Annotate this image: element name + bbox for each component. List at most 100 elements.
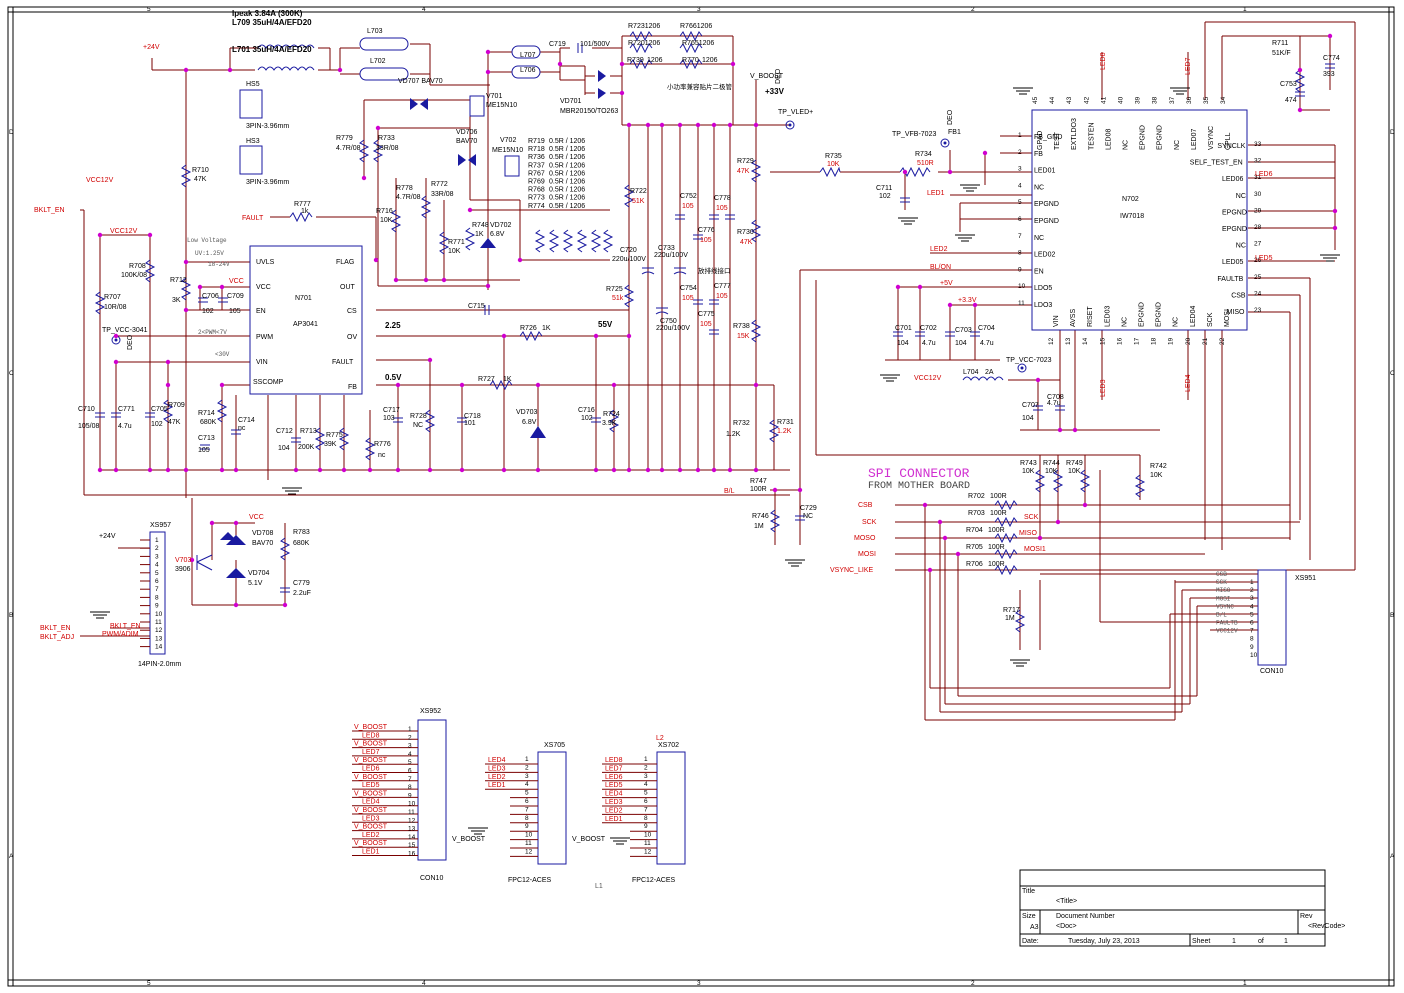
part-label: R711 xyxy=(1272,40,1288,47)
junction-dot xyxy=(772,487,778,493)
row-marker: B xyxy=(1390,612,1394,619)
xs952-signal: V_BOOST xyxy=(354,741,388,748)
net-vsync-like: VSYNC_LIKE xyxy=(830,567,874,574)
junction-dot xyxy=(165,382,171,388)
net-led6: LED6 xyxy=(1255,171,1273,178)
n701-pin: VCC xyxy=(256,284,271,291)
part-label: R717 xyxy=(1003,607,1020,614)
n702-pin-number: 38 xyxy=(1152,96,1159,104)
part-label: 6.8V xyxy=(490,231,505,238)
xs957-pin: 1 xyxy=(155,537,159,544)
part-label: C702 xyxy=(920,325,937,332)
part-label: R727 xyxy=(478,376,495,383)
part-label: C709 xyxy=(227,293,244,300)
part-label: L702 xyxy=(370,58,386,65)
part-label: C712 xyxy=(276,428,293,435)
size-label: Size xyxy=(1022,913,1036,920)
part-label: 2.2uF xyxy=(293,590,311,597)
xs702-pin: 8 xyxy=(644,815,648,822)
junction-dot xyxy=(233,520,239,526)
net-led8: LED8 xyxy=(1100,52,1107,70)
n702-pin-label: LED06 xyxy=(1222,176,1244,183)
n702-pin-number: 27 xyxy=(1254,241,1262,248)
part-label: R716 xyxy=(376,208,393,215)
xs951-pin: 1 xyxy=(1250,579,1254,586)
part-label: R768 xyxy=(528,187,545,194)
junction-dot xyxy=(645,122,651,128)
part-label: 100R xyxy=(988,527,1005,534)
xs951-ref: XS951 xyxy=(1295,575,1316,582)
xs702-pin: 9 xyxy=(644,823,648,830)
part-label: nc xyxy=(378,452,386,459)
xs702-vboost: V_BOOST xyxy=(572,836,606,843)
part-label: 104 xyxy=(897,340,909,347)
xs702-pin: 7 xyxy=(644,806,648,813)
xs951-signal: MISO xyxy=(1216,587,1231,594)
part-label: 105 xyxy=(682,203,694,210)
xs957-pin: 9 xyxy=(155,603,159,610)
xs705-pin: 3 xyxy=(525,773,529,780)
uv-note: UV:1.25V xyxy=(195,250,224,257)
junction-dot xyxy=(1072,427,1078,433)
low-voltage-note: Low Voltage xyxy=(187,237,227,244)
n702-pin-number: 44 xyxy=(1049,96,1056,104)
part-label: R712 xyxy=(170,277,187,284)
xs705-pin: 8 xyxy=(525,815,529,822)
xs705-pin: 2 xyxy=(525,764,529,771)
n702-pin-number: 2 xyxy=(1018,149,1022,156)
part-label: C771 xyxy=(118,406,135,413)
part-label: R708 xyxy=(129,263,146,270)
junction-dot xyxy=(485,49,491,55)
n702-pin-number: 24 xyxy=(1254,290,1262,297)
n702-pin-label: EPGND xyxy=(1034,201,1059,208)
junction-dot xyxy=(677,467,683,473)
part-label: V701 xyxy=(486,93,502,100)
title-value: <Title> xyxy=(1056,898,1077,905)
n702-pin-number: 12 xyxy=(1048,337,1055,345)
xs951-pin: 5 xyxy=(1250,611,1254,618)
xs957-pin: 10 xyxy=(155,611,163,618)
ground-symbols xyxy=(90,87,1340,845)
xs705-signal: LED1 xyxy=(488,782,506,789)
junction-dot xyxy=(955,551,961,557)
xs705-pin: 10 xyxy=(525,832,533,839)
junction-dot xyxy=(219,382,225,388)
semiconductors xyxy=(196,70,606,578)
part-label: 102 xyxy=(202,308,214,315)
part-label: BAV70 xyxy=(252,540,273,547)
n702-pin-label: LDO3 xyxy=(1034,302,1052,309)
xs705-ref: XS705 xyxy=(544,742,565,749)
part-label: 105 xyxy=(700,237,712,244)
v05-note: 0.5V xyxy=(385,373,402,382)
junction-dot xyxy=(937,519,943,525)
sheet-value: 1 xyxy=(1232,938,1236,945)
n702-pin-label: SELF_TEST_EN xyxy=(1190,160,1243,167)
part-label: R713 xyxy=(300,428,317,435)
part-label: 100R xyxy=(990,493,1007,500)
part-label: 0.5R / 1206 xyxy=(549,162,585,169)
xs951-part: CON10 xyxy=(1260,668,1283,675)
chinese-note-1: 小功率兼容贴片二极管 xyxy=(667,82,733,91)
n702-pin-number: 13 xyxy=(1065,337,1072,345)
n702-pin-number: 42 xyxy=(1083,96,1090,104)
junction-dot xyxy=(501,467,507,473)
part-label: 0.5R / 1206 xyxy=(549,187,585,194)
part-label: R733 xyxy=(378,135,395,142)
part-label: R714 xyxy=(198,410,215,417)
n702-pin-label: LED07 xyxy=(1191,128,1198,150)
xs951-signal: B/L xyxy=(1216,612,1227,619)
part-label: R730 xyxy=(737,229,754,236)
xs705-pin: 6 xyxy=(525,798,529,805)
part-label: 220u/100V xyxy=(656,325,690,332)
xs951-pin: 9 xyxy=(1250,644,1254,651)
junction-dot xyxy=(147,232,153,238)
junction-dot xyxy=(1055,519,1061,525)
xs702-signal: LED6 xyxy=(605,774,623,781)
xs952-signal: LED5 xyxy=(362,782,380,789)
junction-dot xyxy=(727,467,733,473)
n702-pin-number: 36 xyxy=(1186,96,1193,104)
xs951-signal: MOSI xyxy=(1216,595,1230,602)
part-label: 0.5R / 1206 xyxy=(549,195,585,202)
part-label: ME15N10 xyxy=(492,147,523,154)
part-label: 47K xyxy=(168,419,181,426)
